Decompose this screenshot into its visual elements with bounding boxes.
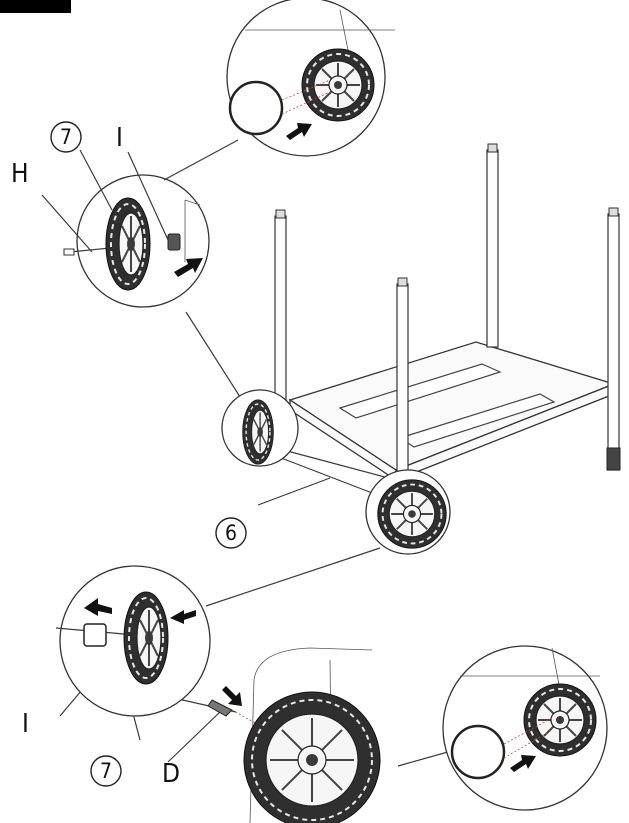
arrow-left-icon <box>84 598 112 616</box>
arrow-left-icon <box>170 610 196 624</box>
detail-circle-bottom-right <box>442 645 608 811</box>
step-marker <box>0 0 71 13</box>
detail-circle-top <box>226 0 395 157</box>
detail-circle-cart-right-wheel <box>365 469 451 555</box>
part-label-I-top: I <box>116 123 123 153</box>
svg-text:7: 7 <box>100 759 112 783</box>
part-label-D: D <box>162 759 180 789</box>
arrow-right-icon <box>286 123 312 140</box>
svg-text:7: 7 <box>60 125 72 149</box>
cart-frame <box>274 143 621 497</box>
part-label-H: H <box>11 159 29 189</box>
part-label-6: 6 <box>215 517 247 549</box>
arrow-right-icon <box>174 258 203 277</box>
hubcap <box>450 724 506 780</box>
detail-circle-upper-left <box>63 174 210 308</box>
arrow-right-icon <box>510 755 536 772</box>
detail-wheel-closeup-bottom <box>243 647 381 823</box>
svg-text:6: 6 <box>225 521 237 545</box>
part-label-7-bottom: 7 <box>90 755 122 787</box>
hubcap <box>228 80 284 136</box>
arrow-down-right-icon <box>222 686 242 706</box>
part-label-I-bottom: I <box>22 709 29 739</box>
detail-circle-cart-left-wheel <box>221 389 299 467</box>
detail-circle-lower-left <box>55 565 211 717</box>
part-label-7-top: 7 <box>50 121 82 153</box>
